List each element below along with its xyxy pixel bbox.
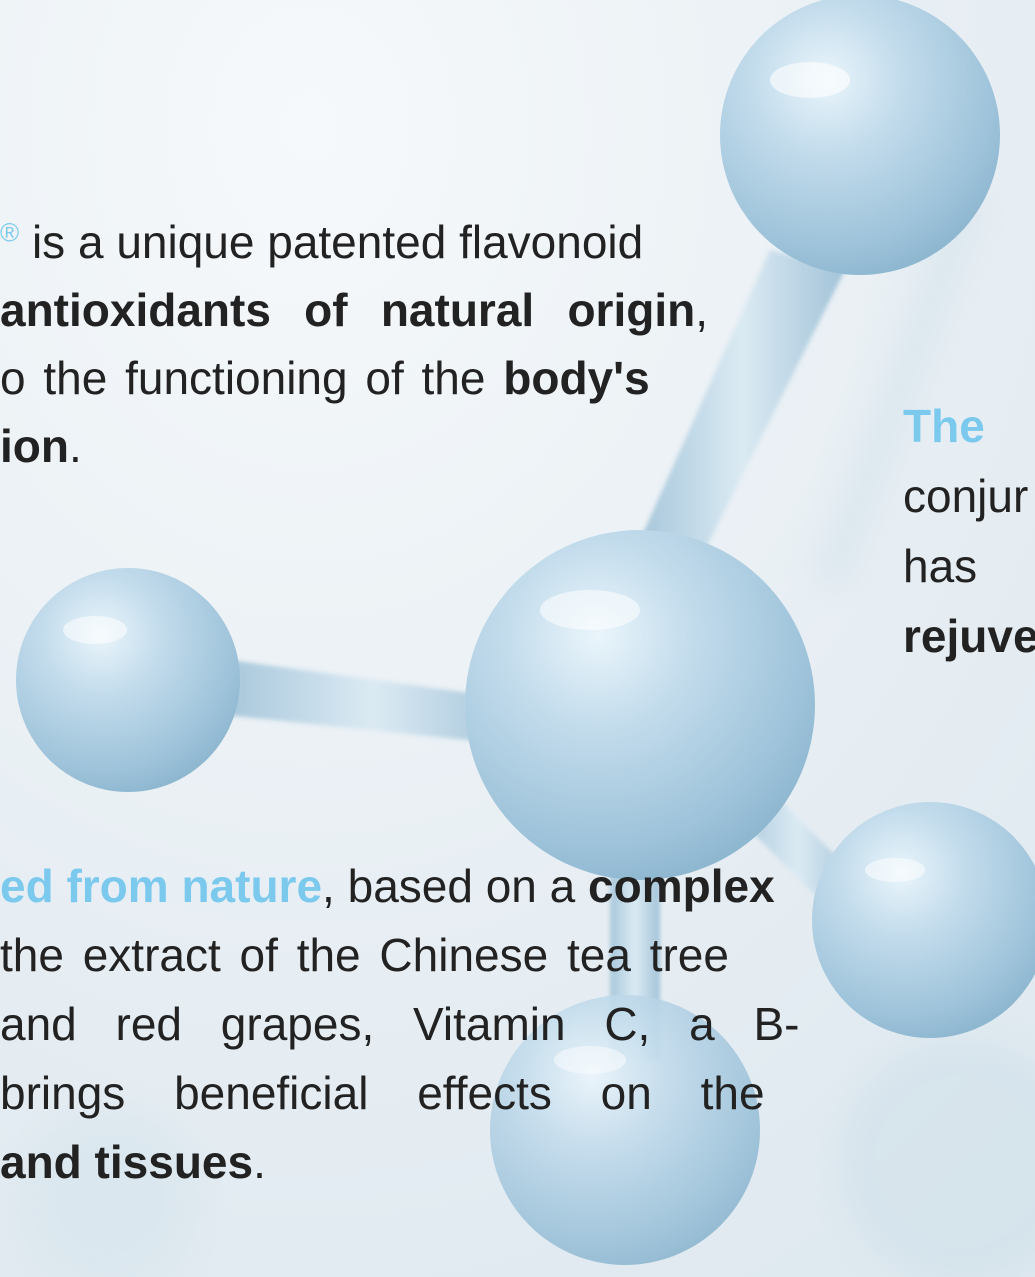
intro-line-1: ® is a unique patented flavonoid [0,208,708,276]
right-bold-rejuve: rejuve [903,610,1035,662]
right-line-1: The [903,391,1035,461]
text-block-intro: ® is a unique patented flavonoid antioxi… [0,208,708,480]
intro-line-3: o the functioning of the body's [0,344,708,412]
nature-line-5-tail: . [253,1136,266,1188]
intro-bold-ion: ion [0,420,69,472]
registered-mark: ® [0,217,20,248]
intro-bold-bodys: body's [503,352,650,404]
intro-line-4: ion. [0,412,708,480]
nature-line-3-text: and red grapes, Vitamin C, a B- [0,998,800,1050]
intro-bold-antioxidants: antioxidants [0,284,271,336]
nature-line-2: the extract of the Chinese tea tree [0,921,800,990]
intro-line-4-tail: . [68,420,82,472]
right-accent-the: The [903,400,985,452]
intro-bold-origin: origin [567,284,696,336]
intro-bold-of: of [304,284,348,336]
nature-line-2-text: the extract of the Chinese tea tree [0,929,729,981]
nature-bold-complex: complex [588,860,775,912]
intro-line-3-text: o the functioning of the [0,352,504,404]
text-block-right: The conjur has rejuve [903,391,1035,671]
intro-line-1-text: is a unique patented flavonoid [19,216,644,268]
intro-line-2: antioxidants of natural origin, [0,276,708,344]
nature-line-5: and tissues. [0,1128,800,1197]
intro-line-2-tail: , [695,284,708,336]
nature-line-1-text: , based on a [322,860,589,912]
nature-line-3: and red grapes, Vitamin C, a B- [0,990,800,1059]
nature-accent: ed from nature [0,860,323,912]
intro-bold-natural: natural [380,284,535,336]
right-line-2: conjur [903,461,1035,531]
right-line-3-text: has [903,540,978,592]
right-line-4: rejuve [903,601,1035,671]
nature-line-1: ed from nature, based on a complex [0,852,800,921]
nature-bold-tissues: and tissues [0,1136,254,1188]
nature-line-4: brings beneficial effects on the [0,1059,800,1128]
nature-line-4-text: brings beneficial effects on the [0,1067,765,1119]
right-line-3: has [903,531,1035,601]
text-block-nature: ed from nature, based on a complex the e… [0,852,800,1197]
right-line-2-text: conjur [903,470,1029,522]
